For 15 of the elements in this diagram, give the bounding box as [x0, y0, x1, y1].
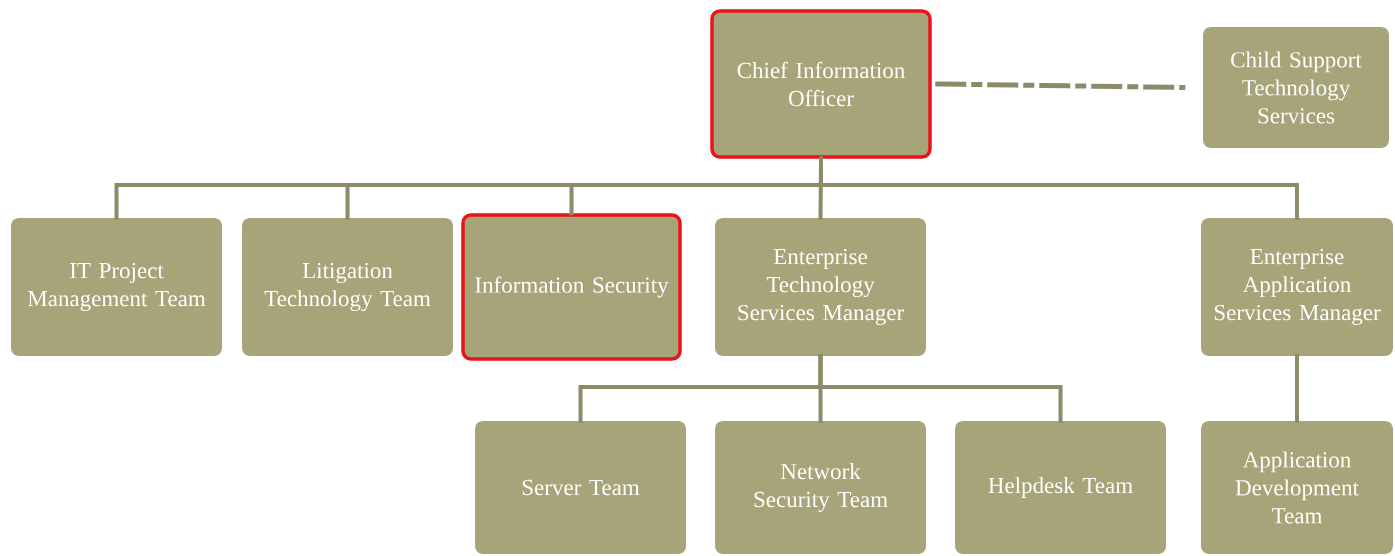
- org-box: Enterprise Application Services Manager: [1201, 218, 1393, 356]
- connector: [935, 81, 1186, 90]
- org-box: Litigation Technology Team: [242, 218, 453, 356]
- connector: [819, 156, 1299, 220]
- connector: [818, 354, 1063, 423]
- org-box: IT Project Management Team: [11, 218, 222, 356]
- org-box: Helpdesk Team: [955, 421, 1166, 554]
- org-box: Enterprise Technology Services Manager: [715, 218, 926, 356]
- org-box: Application Development Team: [1201, 421, 1393, 554]
- highlighted-box: Chief Information Officer: [710, 9, 932, 159]
- highlighted-box: Information Security: [461, 213, 682, 361]
- connector: [1295, 354, 1299, 423]
- org-box: Server Team: [475, 421, 686, 554]
- org-box: Network Security Team: [715, 421, 926, 554]
- org-box: Child Support Technology Services: [1203, 27, 1389, 148]
